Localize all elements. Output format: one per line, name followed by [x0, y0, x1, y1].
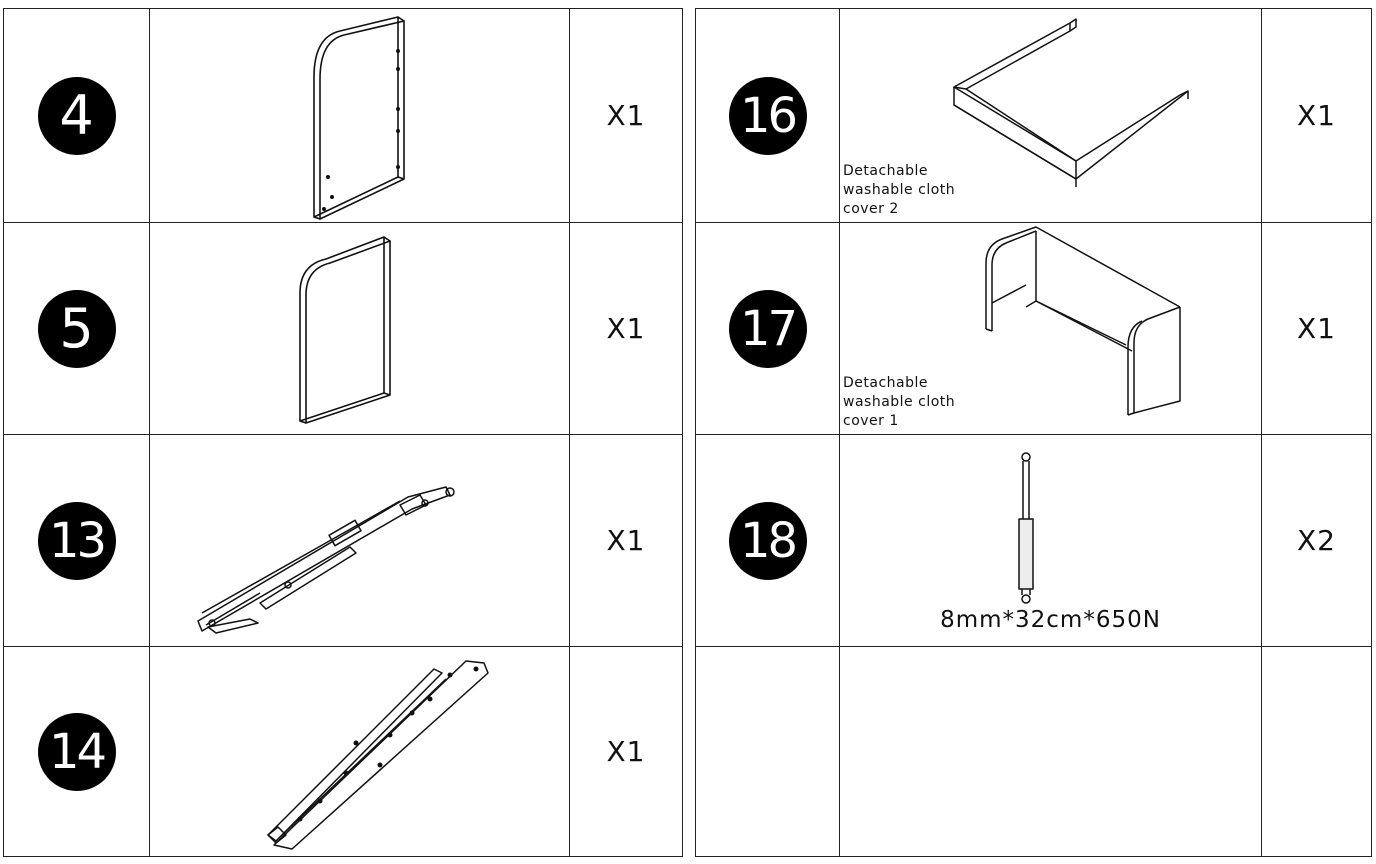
gas-strut-icon [1018, 452, 1034, 604]
quantity-cell: X1 [569, 646, 683, 857]
metal-rail-bracket-icon [267, 660, 489, 850]
table-row: 17 Detachable washable cloth cover 1 X1 [695, 222, 1372, 435]
part-number-cell: 5 [3, 222, 150, 435]
parts-table-right: 16 Detachable washable cloth cover 2 X1 … [695, 8, 1372, 857]
table-row: 14 X1 [3, 646, 683, 857]
quantity-cell: X1 [569, 222, 683, 435]
part-number-badge: 17 [728, 289, 807, 368]
table-row: 4 X1 [3, 8, 683, 223]
part-number-cell: 13 [3, 434, 150, 647]
quantity-cell: X1 [569, 8, 683, 223]
table-row: 18 8mm*32cm*650N X2 [695, 434, 1372, 647]
cloth-cover-frame-icon [953, 18, 1189, 187]
side-panel-plain-icon [299, 236, 391, 424]
part-image-cell [149, 434, 570, 647]
part-image-cell [149, 222, 570, 435]
part-image-cell [149, 8, 570, 223]
parts-table-left: 4 X1 5 [3, 8, 683, 857]
table-row: 13 X1 [3, 434, 683, 647]
part-image-cell [839, 646, 1262, 857]
part-image-cell: Detachable washable cloth cover 2 [839, 8, 1262, 223]
part-number-badge: 14 [37, 712, 116, 791]
part-number-badge: 16 [728, 76, 807, 155]
cloth-cover-box-icon [985, 226, 1181, 416]
quantity-cell: X1 [1261, 222, 1372, 435]
quantity-cell: X1 [1261, 8, 1372, 223]
part-number-cell [695, 646, 840, 857]
side-panel-with-holes-icon [313, 16, 405, 220]
part-number-badge: 13 [37, 501, 116, 580]
part-number-badge: 18 [728, 501, 807, 580]
part-image-cell: Detachable washable cloth cover 1 [839, 222, 1262, 435]
part-image-cell [149, 646, 570, 857]
part-number-cell: 17 [695, 222, 840, 435]
quantity-cell [1261, 646, 1372, 857]
part-spec: 8mm*32cm*650N [940, 607, 1161, 633]
part-number-cell: 4 [3, 8, 150, 223]
quantity-cell: X2 [1261, 434, 1372, 647]
part-number-badge: 5 [37, 289, 116, 368]
table-row [695, 646, 1372, 857]
table-row: 5 X1 [3, 222, 683, 435]
part-image-cell: 8mm*32cm*650N [839, 434, 1262, 647]
table-row: 16 Detachable washable cloth cover 2 X1 [695, 8, 1372, 223]
part-number-cell: 18 [695, 434, 840, 647]
gas-spring-bracket-icon [197, 486, 455, 634]
part-note: Detachable washable cloth cover 2 [843, 163, 956, 217]
quantity-cell: X1 [569, 434, 683, 647]
part-number-badge: 4 [37, 76, 116, 155]
part-number-cell: 16 [695, 8, 840, 223]
part-note: Detachable washable cloth cover 1 [843, 375, 956, 429]
part-number-cell: 14 [3, 646, 150, 857]
